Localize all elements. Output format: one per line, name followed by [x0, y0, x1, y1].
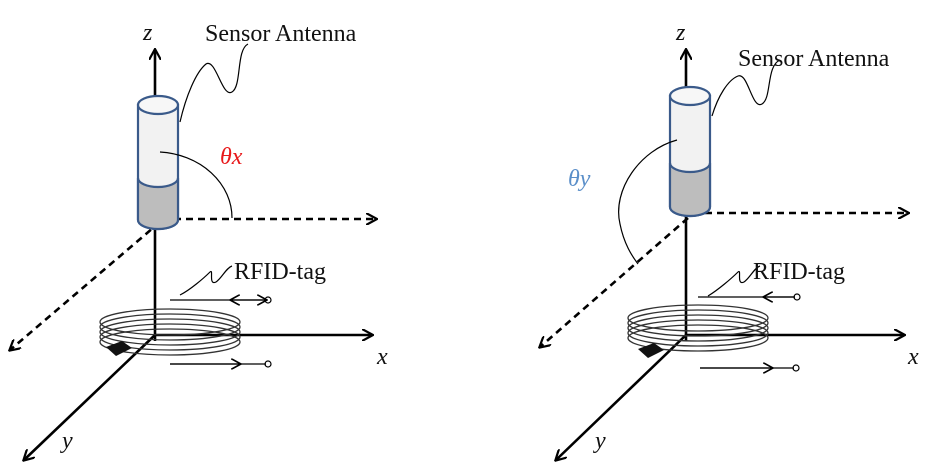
- angle-label: θy: [568, 166, 591, 192]
- panel-left: z x y Sensor Antenna RFID-tag θx: [10, 20, 388, 460]
- chip-icon: [106, 341, 132, 356]
- angle-arc: [159, 151, 233, 219]
- angle-label: θx: [220, 144, 243, 170]
- sensor-antenna-cylinder: [668, 85, 712, 218]
- rfid-tag-label: RFID-tag: [753, 259, 845, 285]
- rfid-coil: [627, 294, 801, 371]
- sensor-antenna-label: Sensor Antenna: [738, 46, 890, 72]
- y-axis-label: y: [593, 428, 606, 454]
- x-axis-label: x: [376, 344, 388, 370]
- tag-leader-line: [179, 265, 233, 296]
- rotated-y-axis: [540, 217, 689, 347]
- angle-arc: [618, 139, 678, 265]
- sensor-antenna-label: Sensor Antenna: [205, 21, 357, 47]
- rotated-y-axis: [10, 221, 161, 350]
- rfid-tag-label: RFID-tag: [234, 259, 326, 285]
- y-axis: [556, 334, 687, 460]
- panel-right: z x y Sensor Antenna RFID-tag θy: [540, 20, 919, 460]
- x-axis-label: x: [907, 344, 919, 370]
- tag-leader-line: [707, 265, 761, 297]
- rfid-coil: [99, 297, 272, 367]
- z-axis-label: z: [142, 20, 153, 46]
- sensor-leader-line: [179, 43, 249, 123]
- y-axis: [24, 334, 156, 460]
- y-axis-label: y: [60, 428, 73, 454]
- chip-icon: [638, 343, 664, 358]
- z-axis-label: z: [675, 20, 686, 46]
- sensor-antenna-cylinder: [136, 94, 180, 231]
- sensor-leader-line: [711, 59, 781, 117]
